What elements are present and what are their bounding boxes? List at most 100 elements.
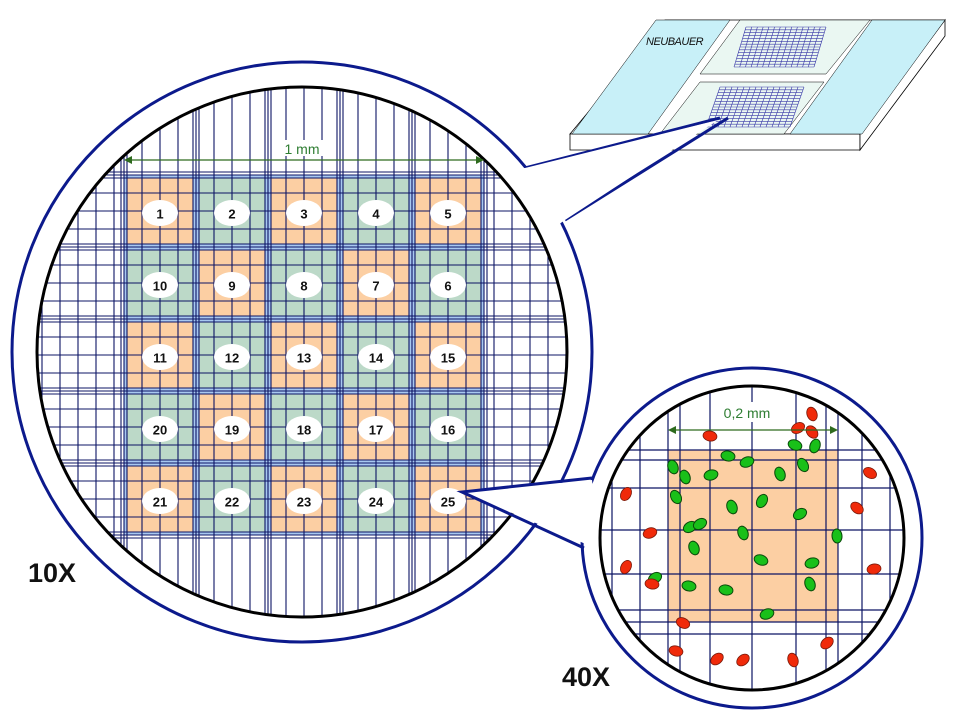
slide-grid-line: [796, 26, 810, 68]
cell-green-16: [804, 557, 820, 569]
square-label-5: 5: [444, 207, 451, 222]
scale-02mm-label-bg: [718, 402, 776, 422]
square-label-8: 8: [300, 279, 307, 294]
square-label-bg: [286, 344, 322, 370]
square-label-4: 4: [372, 207, 380, 222]
cell-red-7: [806, 406, 818, 422]
scale-02mm-arrowhead-right: [830, 426, 838, 434]
cell-red-11: [675, 617, 691, 629]
cell-green-6: [726, 499, 738, 515]
callout-10x-fill: [512, 120, 718, 232]
slide-grid-line: [777, 86, 793, 128]
cell-green-22: [739, 456, 755, 468]
slide-grid-line: [807, 26, 821, 68]
counting-square-40x: [668, 450, 838, 622]
cell-green-1: [667, 459, 679, 475]
slide-grid-line: [785, 26, 798, 68]
square-label-bg: [430, 272, 466, 298]
slide-grid-line: [813, 26, 827, 68]
square-label-7: 7: [372, 279, 379, 294]
cell-green-24: [692, 517, 708, 531]
square-label-22: 22: [225, 495, 239, 510]
cell-green-11: [753, 554, 769, 566]
cell-red-3: [620, 560, 632, 574]
square-label-bg: [142, 200, 178, 226]
cell-green-14: [796, 457, 810, 473]
square-label-16: 16: [441, 423, 455, 438]
square-label-bg: [358, 488, 394, 514]
square-label-bg: [142, 344, 178, 370]
scale-1mm-label: 1 mm: [285, 141, 320, 157]
cell-red-10: [866, 563, 882, 575]
cells-40x: [620, 406, 882, 668]
square-label-21: 21: [153, 495, 167, 510]
slide-grid-upper: [733, 26, 827, 68]
cell-green-17: [804, 576, 816, 592]
square-label-1: 1: [156, 207, 163, 222]
cell-green-19: [718, 584, 734, 596]
cell-green-20: [759, 608, 775, 620]
cell-red-8: [863, 467, 877, 479]
slide-left-panel: [571, 19, 731, 135]
square-label-bg: [286, 200, 322, 226]
scale-1mm-arrowhead-left: [124, 156, 132, 164]
square-label-3: 3: [300, 207, 307, 222]
square-label-bg: [142, 488, 178, 514]
square-label-bg: [214, 488, 250, 514]
scale-1mm-label-bg: [276, 140, 328, 156]
cell-green-18: [681, 580, 697, 592]
square-label-19: 19: [225, 423, 239, 438]
cell-red-13: [710, 652, 724, 666]
square-label-bg: [358, 344, 394, 370]
slide-grid-line: [771, 86, 787, 128]
square-label-24: 24: [369, 495, 384, 510]
cell-green-2: [679, 469, 691, 485]
cell-green-9: [737, 525, 749, 541]
square-label-bg: [430, 200, 466, 226]
cell-red-6: [791, 422, 805, 434]
square-label-2: 2: [228, 207, 235, 222]
slide-grid-line: [790, 26, 804, 68]
scale-02mm-arrowhead-left: [668, 426, 676, 434]
cell-green-10: [755, 493, 769, 509]
square-label-9: 9: [228, 279, 235, 294]
square-label-bg: [214, 272, 250, 298]
square-label-10: 10: [153, 279, 167, 294]
cell-red-15: [787, 652, 799, 668]
slide-grid-line: [779, 26, 793, 68]
scale-02mm-label: 0,2 mm: [724, 405, 771, 421]
cell-green-4: [703, 469, 719, 481]
cell-green-21: [831, 528, 843, 544]
square-label-bg: [214, 344, 250, 370]
slide-grid-line: [802, 26, 815, 68]
square-label-bg: [142, 272, 178, 298]
cell-red-9: [850, 501, 864, 515]
grid-lines-10x: [37, 87, 567, 617]
cell-red-1: [620, 487, 632, 501]
cell-green-8: [688, 540, 700, 556]
square-label-23: 23: [297, 495, 311, 510]
slide-grid-line: [789, 86, 805, 128]
square-label-bg: [214, 200, 250, 226]
square-label-17: 17: [369, 423, 383, 438]
callout-10x-to-slide: [524, 116, 729, 222]
slide-right-panel: [789, 19, 946, 135]
brand-label: NEUBAUER: [646, 36, 704, 48]
square-label-bg: [286, 416, 322, 442]
slide-grid-line: [759, 86, 775, 128]
square-label-bg: [430, 488, 466, 514]
square-label-14: 14: [369, 351, 384, 366]
square-label-13: 13: [297, 351, 311, 366]
slide-grid-line: [765, 86, 781, 128]
scale-02mm: 0,2 mm: [668, 402, 838, 434]
cell-green-25: [809, 438, 821, 454]
cell-red-12: [668, 645, 684, 657]
callout-40x-from-square-25: [456, 476, 593, 550]
square-label-bg: [358, 272, 394, 298]
magnification-40x-label: 40X: [562, 662, 610, 692]
square-label-bg: [286, 488, 322, 514]
lens-40x: 0,2 mm: [456, 366, 924, 710]
cell-red-16: [820, 636, 834, 650]
